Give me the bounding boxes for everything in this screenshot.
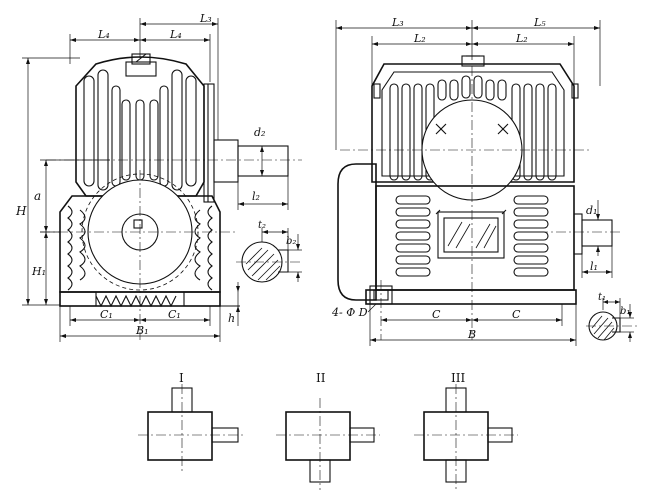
window-hatch xyxy=(447,221,497,249)
dim-b2: b₂ xyxy=(286,236,296,247)
dim-B1: B₁ xyxy=(135,324,149,337)
dim-l1: l₁ xyxy=(590,260,598,273)
side-fins xyxy=(389,75,557,181)
dim-t2: t₂ xyxy=(258,220,266,231)
arrangement-III: III xyxy=(414,371,518,490)
keyway-hatch-front xyxy=(245,247,281,281)
dim-C1-left: C₁ xyxy=(100,308,113,321)
dim-L4-right: L₄ xyxy=(169,28,182,41)
dim-H: H xyxy=(15,204,27,218)
front-view: L₄ L₄ L₃ H a H₁ xyxy=(15,12,302,342)
arrangement-label-III: III xyxy=(451,371,465,385)
dim-l2: l₂ xyxy=(252,190,260,203)
dim-L3-front: L₃ xyxy=(199,12,212,25)
dim-d2: d₂ xyxy=(254,126,265,139)
arrangement-label-I: I xyxy=(179,371,184,385)
dim-b1: b₁ xyxy=(620,306,630,317)
dim-L2-right: L₂ xyxy=(515,32,528,45)
arrangement-label-II: II xyxy=(316,371,326,385)
dim-C-left: C xyxy=(432,308,441,321)
dim-L5: L₅ xyxy=(533,16,546,29)
dim-C-right: C xyxy=(512,308,521,321)
dim-B: B xyxy=(467,328,476,341)
dim-d1: d₁ xyxy=(586,204,597,217)
arrangement-II: II xyxy=(276,371,380,490)
keyway-hatch-side xyxy=(591,315,615,341)
dim-a: a xyxy=(34,189,41,203)
lower-fins-right xyxy=(513,195,549,277)
dim-h: h xyxy=(228,312,235,325)
dim-t1: t₁ xyxy=(598,292,606,303)
side-view: L₃ L₅ L₂ L₂ xyxy=(331,16,640,346)
dim-holes: 4- Φ D xyxy=(331,306,368,319)
dim-L3-side: L₃ xyxy=(391,16,404,29)
arrangement-I: I xyxy=(138,371,244,474)
dim-C1-right: C₁ xyxy=(168,308,181,321)
dim-L4-left: L₄ xyxy=(97,28,110,41)
dim-H1: H₁ xyxy=(31,265,46,278)
lower-fins-left xyxy=(395,195,431,277)
dim-L2-left: L₂ xyxy=(413,32,426,45)
